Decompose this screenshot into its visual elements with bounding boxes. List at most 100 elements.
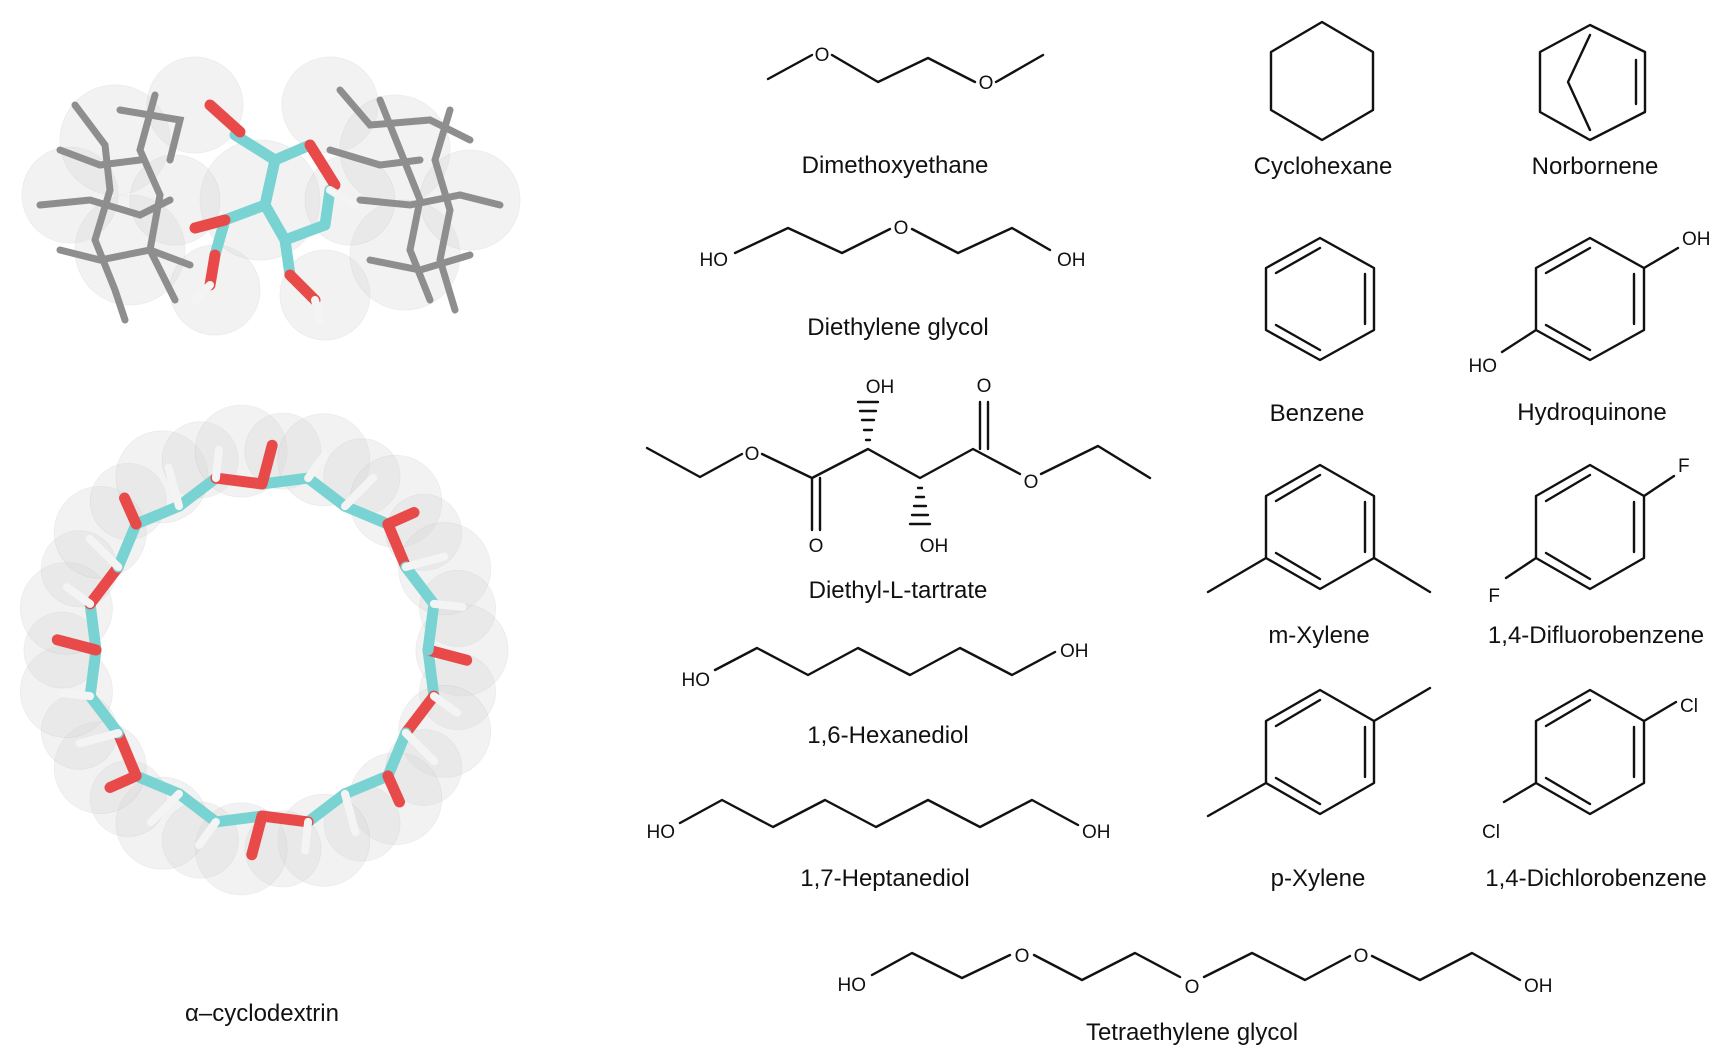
atom-oxygen: O: [894, 218, 909, 239]
molecule-label: p-Xylene: [1271, 865, 1366, 892]
molecule-p-xylene: p-Xylene: [1206, 686, 1432, 892]
atom-oxygen: O: [979, 73, 994, 94]
ring-substituent: [246, 810, 268, 861]
atom-oxygen: O: [1354, 946, 1369, 967]
ring-bond: [130, 500, 185, 530]
ring-substituent: [57, 689, 95, 701]
ring-bond: [339, 770, 394, 800]
molecule-label: Diethylene glycol: [807, 314, 988, 341]
ring-substituent: [164, 463, 183, 511]
molecule-m-xylene: m-Xylene: [1206, 463, 1432, 649]
ring-substituent: [382, 770, 405, 808]
molecule-norbornene: Norbornene: [1532, 23, 1658, 180]
hashed-wedge-up: [856, 400, 880, 442]
atom-hydroxyl: HO: [700, 250, 729, 271]
ring-bond: [173, 472, 222, 512]
ring-substituent: [85, 534, 123, 571]
guest-sticks-right: [326, 86, 504, 314]
ring-bond: [84, 644, 102, 702]
molecule-label: Benzene: [1270, 400, 1365, 427]
atom-oxygen: O: [809, 536, 824, 557]
ring-substituent: [256, 439, 278, 490]
ring-bond: [400, 561, 440, 610]
molecule-label: Cyclohexane: [1254, 153, 1393, 180]
molecule-label: Dimethoxyethane: [802, 152, 989, 179]
molecule-difluorobenzene: F F 1,4-Difluorobenzene: [1488, 456, 1704, 649]
ring-bond: [84, 690, 124, 739]
ring-substituent: [382, 507, 420, 530]
ring-bond: [112, 518, 142, 573]
molecule-label: Diethyl-L-tartrate: [809, 577, 988, 604]
atom-oxygen: O: [1024, 472, 1039, 493]
cyclodextrin-label: α–cyclodextrin: [185, 1000, 339, 1027]
molecule-label: 1,7-Heptanediol: [800, 865, 969, 892]
ring-substituent: [422, 644, 473, 666]
ring-substituent: [211, 445, 223, 483]
host-ring-sticks: [51, 439, 473, 861]
ring-substituent: [341, 473, 378, 511]
ring-bond: [400, 690, 440, 739]
ring-substituent: [429, 599, 467, 611]
ring-substituent: [146, 789, 183, 827]
molecule-benzene: Benzene: [1264, 236, 1376, 427]
atom-hydroxyl: HO: [682, 670, 711, 691]
atom-hydroxyl: HO: [838, 975, 867, 996]
molecule-hexanediol: HO OH 1,6-Hexanediol: [682, 641, 1089, 749]
guest-sticks-left: [36, 91, 194, 324]
ring-substituent: [429, 692, 462, 717]
atom-chlorine: Cl: [1680, 696, 1698, 717]
molecule-diethyl-tartrate: OH O O O O OH Diethyl-L-tartrate: [645, 376, 1152, 604]
molecule-label: 1,4-Dichlorobenzene: [1485, 865, 1706, 892]
ring-bond: [84, 598, 102, 656]
molecule-dichlorobenzene: Cl Cl 1,4-Dichlorobenzene: [1482, 688, 1707, 892]
ring-bond: [210, 810, 268, 828]
ring-substituent: [119, 492, 142, 530]
atom-chlorine: Cl: [1482, 822, 1500, 843]
ring-bond: [422, 598, 440, 656]
atom-hydroxyl: HO: [647, 822, 676, 843]
atom-oxygen: O: [1015, 946, 1030, 967]
hashed-wedge-down: [908, 486, 932, 526]
molecule-heptanediol: HO OH 1,7-Heptanediol: [647, 798, 1111, 892]
atom-hydroxyl: HO: [1469, 356, 1498, 377]
ring-bond: [422, 644, 440, 702]
host-sticks-side: [189, 99, 359, 324]
ring-bond: [256, 810, 314, 828]
atom-hydroxyl: OH: [1082, 822, 1111, 843]
molecule-diethylene-glycol: HO O OH Diethylene glycol: [700, 218, 1086, 341]
ring-bond: [210, 472, 268, 490]
ring-substituent: [75, 729, 123, 748]
molecule-label: Tetraethylene glycol: [1086, 1019, 1298, 1046]
ring-substituent: [104, 770, 142, 793]
molecule-label: 1,6-Hexanediol: [807, 722, 968, 749]
atom-hydroxyl: OH: [1057, 250, 1086, 271]
molecule-tetraethylene-glycol: HO O O O OH Tetraethylene glycol: [838, 946, 1553, 1046]
cyclodextrin-side-view: [21, 56, 521, 341]
molecule-label: Hydroquinone: [1517, 399, 1666, 426]
atom-hydroxyl: OH: [866, 377, 895, 398]
molecule-label: 1,4-Difluorobenzene: [1488, 622, 1704, 649]
ring-bond: [339, 500, 394, 530]
ring-bond: [173, 788, 222, 828]
atom-oxygen: O: [1185, 977, 1200, 998]
atom-fluorine: F: [1488, 586, 1500, 607]
cyclodextrin-top-view: [20, 404, 509, 896]
atom-oxygen: O: [745, 444, 760, 465]
molecule-cyclohexane: Cyclohexane: [1254, 20, 1393, 180]
atom-hydroxyl: OH: [1682, 229, 1711, 250]
atom-oxygen: O: [815, 45, 830, 66]
ring-bond: [112, 727, 142, 782]
ring-substituent: [341, 789, 360, 837]
atom-hydroxyl: OH: [1524, 976, 1553, 997]
ring-bond: [302, 472, 351, 512]
ring-substituent: [304, 450, 329, 483]
atom-hydroxyl: OH: [1060, 641, 1089, 662]
atom-fluorine: F: [1678, 456, 1690, 477]
molecule-label: m-Xylene: [1268, 622, 1369, 649]
ring-bond: [382, 727, 412, 782]
ring-substituent: [401, 729, 439, 766]
ring-bond: [302, 788, 351, 828]
atom-hydroxyl: OH: [920, 536, 949, 557]
ring-bond: [130, 770, 185, 800]
